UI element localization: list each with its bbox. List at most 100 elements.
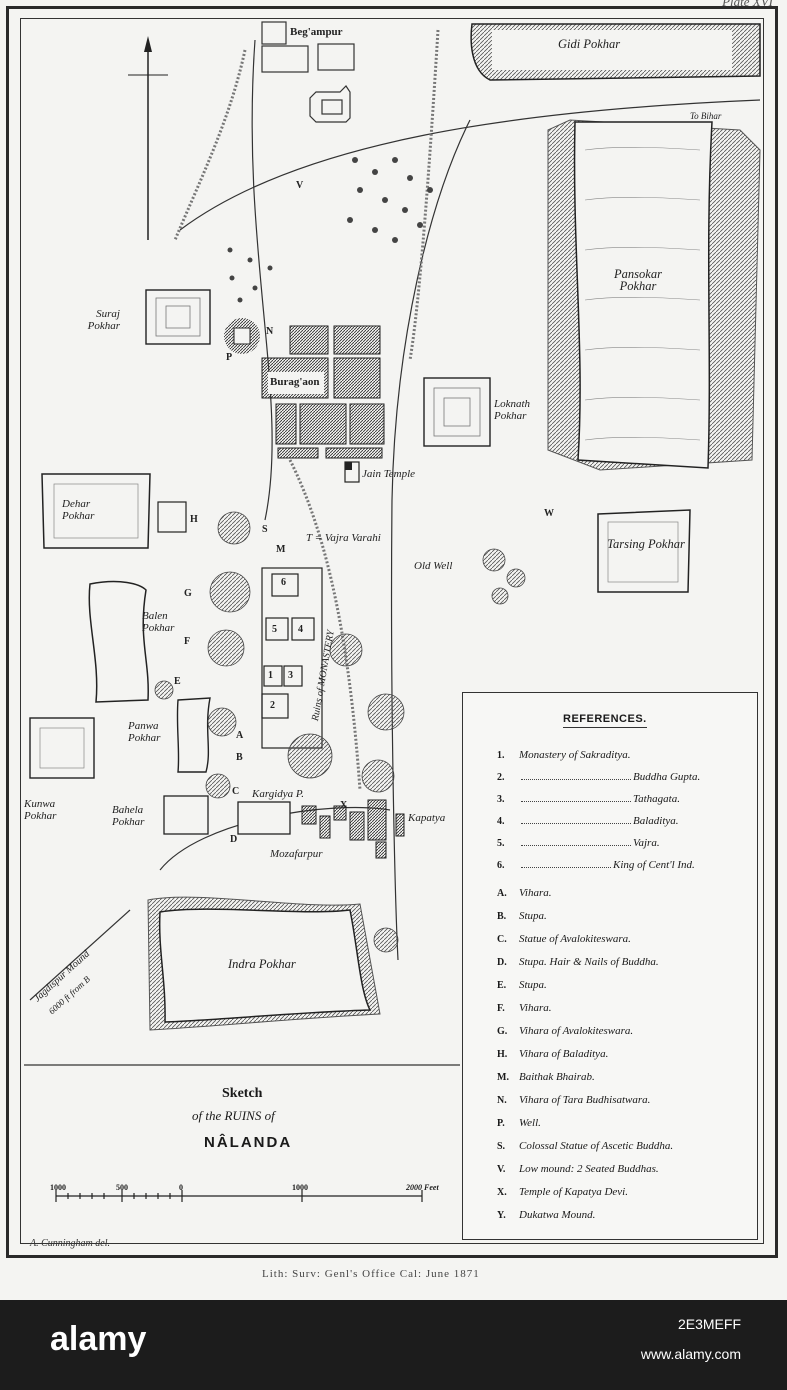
label-tarsing-pokhar: Tarsing Pokhar bbox=[607, 537, 685, 551]
ref-text: Vihara. bbox=[519, 1002, 552, 1014]
ref-item-m: M. Baithak Bhairab. bbox=[497, 1071, 595, 1083]
tank-balen bbox=[88, 580, 149, 703]
scale-label-1000: 1000 bbox=[50, 1183, 66, 1192]
ref-key: S. bbox=[497, 1141, 506, 1152]
ref-item-x: X.Temple of Kapatya Devi. bbox=[497, 1186, 628, 1198]
tank-pansokar bbox=[573, 121, 713, 469]
label-gidi-pokhar: Gidi Pokhar bbox=[558, 37, 621, 51]
label-kargidya: Kargidya P. bbox=[252, 788, 304, 800]
ref-key: H. bbox=[497, 1049, 508, 1060]
marker-m: M bbox=[276, 544, 286, 555]
ref-key: D. bbox=[497, 957, 507, 968]
marker-g: G bbox=[184, 588, 192, 599]
ref-text: Vihara of Tara Budhisatwara. bbox=[519, 1094, 651, 1106]
ref-item-y: Y. Dukatwa Mound. bbox=[497, 1209, 595, 1221]
ref-leader bbox=[521, 779, 631, 780]
title-subtitle: of the RUINS of bbox=[192, 1108, 275, 1123]
marker-f: F bbox=[184, 636, 191, 647]
ref-item-a: A.Vihara. bbox=[497, 887, 552, 899]
marker-w: W bbox=[544, 508, 554, 519]
tank-bahela bbox=[163, 795, 209, 835]
tank-tarsing bbox=[597, 509, 691, 593]
ref-text: Vihara of Avalokiteswara. bbox=[519, 1025, 634, 1037]
delineator-credit: A. Cunningham del. bbox=[30, 1238, 110, 1249]
ref-text: Baithak Bhairab. bbox=[519, 1071, 595, 1083]
label-suraj-pokhar: Suraj Pokhar bbox=[87, 308, 120, 332]
ref-item-d: D.Stupa. Hair & Nails of Buddha. bbox=[497, 956, 659, 968]
ref-key: 6. bbox=[497, 860, 505, 871]
ref-key: Y. bbox=[497, 1210, 506, 1221]
scale-label-0: 0 bbox=[179, 1183, 183, 1192]
marker-5: 5 bbox=[272, 624, 277, 635]
ref-text: Colossal Statue of Ascetic Buddha. bbox=[519, 1140, 674, 1152]
ref-text: Dukatwa Mound. bbox=[519, 1209, 596, 1221]
marker-p: P bbox=[226, 352, 233, 363]
plate-number: Plate XVI bbox=[722, 0, 773, 9]
ref-text: Well. bbox=[519, 1117, 541, 1129]
scale-label-1000b: 1000 bbox=[292, 1183, 308, 1192]
scale-label-2000: 2000 Feet bbox=[406, 1183, 439, 1192]
ref-leader bbox=[521, 867, 611, 868]
tank-kunwa bbox=[29, 717, 95, 779]
ref-item-e: E. Stupa. bbox=[497, 979, 547, 991]
ref-item-n: N.Vihara of Tara Budhisatwara. bbox=[497, 1094, 650, 1106]
ref-key: G. bbox=[497, 1026, 508, 1037]
label-bahela-pokhar: Bahela Pokhar bbox=[112, 804, 145, 828]
ridges bbox=[173, 29, 440, 791]
ref-key: V. bbox=[497, 1164, 506, 1175]
ref-item-2: 2.Buddha Gupta. bbox=[497, 771, 700, 783]
ref-text: Stupa. bbox=[519, 979, 547, 991]
tank-suraj bbox=[145, 289, 211, 345]
inner-border bbox=[20, 18, 764, 1244]
ref-item-g: G. Vihara of Avalokiteswara. bbox=[497, 1025, 633, 1037]
ref-key: A. bbox=[497, 888, 507, 899]
ref-item-6: 6. King of Cent'l Ind. bbox=[497, 859, 695, 871]
ref-text: Low mound: 2 Seated Buddhas. bbox=[519, 1163, 659, 1175]
map-sheet: Plate XVI bbox=[0, 0, 787, 1300]
label-balen-pokhar: Balen Pokhar bbox=[142, 610, 175, 634]
tank-kargidya bbox=[237, 801, 291, 835]
alamy-logo: alamy bbox=[50, 1320, 147, 1358]
ref-item-1: 1.Monastery of Sakraditya. bbox=[497, 749, 631, 761]
ref-item-4: 4. Baladitya. bbox=[497, 815, 679, 827]
marker-2: 2 bbox=[270, 700, 275, 711]
begampur-buildings bbox=[261, 21, 355, 123]
label-pansokar-pokhar: Pansokar Pokhar bbox=[614, 267, 662, 293]
ref-leader bbox=[521, 823, 631, 824]
ref-key: 3. bbox=[497, 794, 505, 805]
references-legend: REFERENCES. 1.Monastery of Sakraditya. 2… bbox=[462, 692, 758, 1240]
tank-panwa bbox=[176, 697, 211, 773]
ref-text: Tathagata. bbox=[633, 793, 680, 805]
label-jain-temple: Jain Temple bbox=[362, 468, 416, 480]
tank-loknath bbox=[423, 377, 491, 447]
roads bbox=[24, 39, 761, 1066]
ref-text: Temple of Kapatya Devi. bbox=[519, 1186, 628, 1198]
ref-key: E. bbox=[497, 980, 507, 991]
lithograph-imprint: Lith: Surv: Genl's Office Cal: June 1871 bbox=[262, 1268, 480, 1280]
village-begampur: Beg'ampur bbox=[290, 26, 343, 38]
ref-key: B. bbox=[497, 911, 507, 922]
ref-key: M. bbox=[497, 1072, 509, 1083]
ref-key: P. bbox=[497, 1118, 505, 1129]
ref-text: King of Cent'l Ind. bbox=[613, 859, 695, 871]
ref-leader bbox=[521, 845, 631, 846]
trees bbox=[227, 157, 433, 303]
ref-text: Statue of Avalokiteswara. bbox=[519, 933, 631, 945]
ref-text: Baladitya. bbox=[633, 815, 679, 827]
label-kunwa-pokhar: Kunwa Pokhar bbox=[24, 798, 57, 822]
village-mozafarpur: Mozafarpur bbox=[270, 848, 323, 860]
ref-item-h: H.Vihara of Baladitya. bbox=[497, 1048, 608, 1060]
marker-x: X bbox=[340, 800, 348, 811]
map-drawing bbox=[24, 21, 761, 1202]
monastery-ruins bbox=[261, 567, 323, 749]
stock-watermark-bar: alamy 2E3MEFF www.alamy.com bbox=[0, 1300, 787, 1390]
north-arrow-icon bbox=[128, 36, 168, 240]
marker-v: V bbox=[296, 180, 304, 191]
title-block: Sketch of the RUINS of NÂLANDA bbox=[22, 1070, 460, 1240]
ref-key: 4. bbox=[497, 816, 505, 827]
references-title: REFERENCES. bbox=[563, 713, 647, 728]
ref-key: 1. bbox=[497, 750, 505, 761]
scale-label-500: 500 bbox=[116, 1183, 128, 1192]
label-dehar-pokhar: Dehar Pokhar bbox=[62, 498, 95, 522]
outer-border bbox=[6, 6, 778, 1258]
